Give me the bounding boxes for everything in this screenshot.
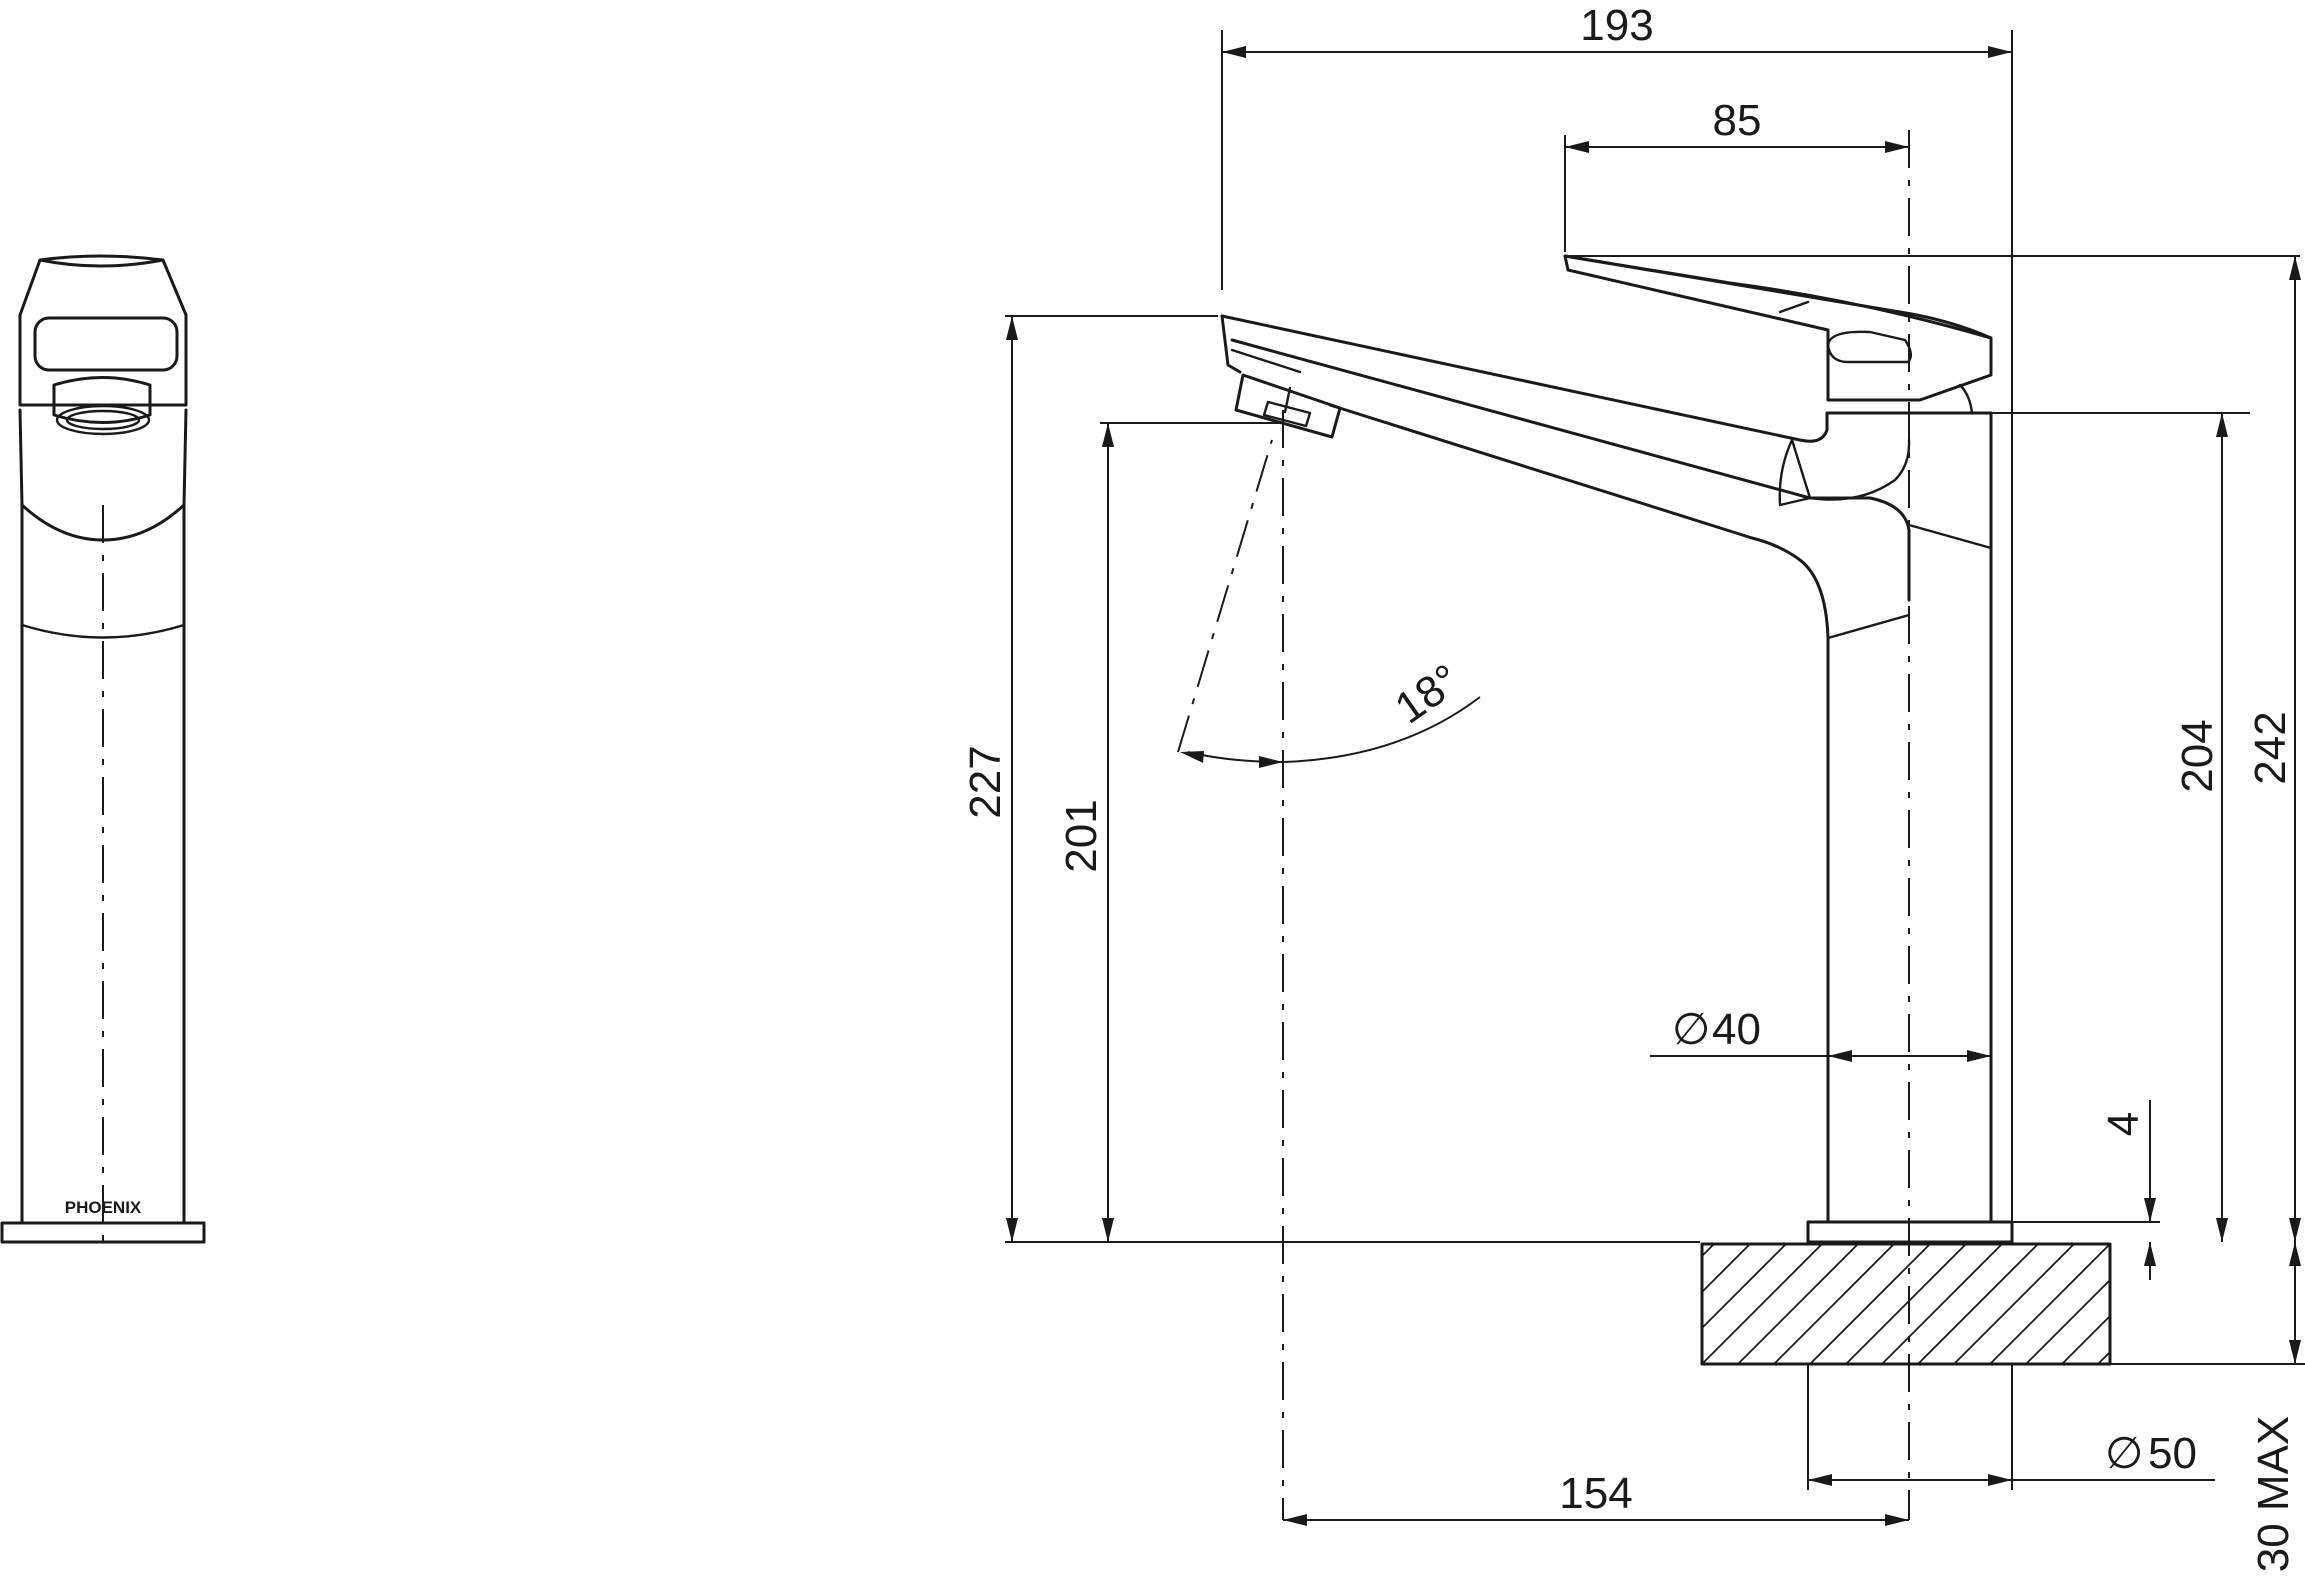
front-aerator-inner: [65, 409, 141, 431]
dim-spray-angle: 18°: [1386, 655, 1469, 733]
hatch-line: [2097, 1350, 2110, 1364]
dim-base-diameter-value: 50: [2148, 1429, 2197, 1478]
dim-spout-to-center: 154: [1559, 1469, 1632, 1518]
front-handle-face: [33, 316, 179, 372]
hatch-line: [2025, 1278, 2110, 1364]
side-handle-base: [1958, 383, 1974, 415]
hatch-line: [1702, 1244, 1823, 1364]
dim-base-diameter: ∅ 50: [2105, 1429, 2197, 1478]
hatch-line: [1809, 1244, 1931, 1364]
dim-base-thickness: 4: [2099, 1112, 2148, 1136]
side-spout-top: [1220, 314, 1993, 443]
diameter-symbol-50: ∅: [2105, 1429, 2143, 1478]
hatch-line: [2061, 1314, 2110, 1364]
front-handle-top-edge: [38, 258, 165, 268]
side-view: [1177, 130, 2290, 1520]
side-handle-lever: [1563, 254, 1993, 402]
dimension-labels: 193 85 154 227 201 204 242 4 30 MAX ∅ 40…: [961, 1, 2298, 1572]
side-aerator: [1234, 373, 1342, 439]
side-aerator-cap: [1262, 400, 1312, 428]
dim-body-diameter-value: 40: [1712, 1005, 1761, 1054]
diameter-symbol-40: ∅: [1672, 1005, 1710, 1054]
side-spray-axis: [1177, 439, 1273, 753]
dimension-lines: [1005, 30, 2305, 1526]
dim-spout-height: 227: [961, 745, 1010, 818]
side-spout-curve: [1808, 438, 1911, 501]
front-view: PHOENIX: [0, 254, 206, 1250]
hatch-line: [1989, 1244, 2110, 1364]
hatch-line: [1702, 1244, 1751, 1294]
front-spout-outlet: [52, 376, 152, 424]
front-handle-top: [18, 254, 188, 407]
side-spout-top-inner: [1230, 338, 1812, 500]
hatch-line: [1702, 1244, 1715, 1258]
hatch-line: [1881, 1244, 2003, 1364]
side-body-band-2: [1907, 523, 1993, 550]
side-body-band-1: [1826, 613, 1911, 640]
side-base-collar: [1806, 1220, 2014, 1244]
hatch-line: [1845, 1244, 1967, 1364]
side-spout-joint: [1778, 438, 1812, 507]
dim-overall-height: 242: [2246, 711, 2295, 784]
dim-mounting-depth: 30 MAX: [2249, 1416, 2298, 1573]
side-handle-top: [1563, 254, 1993, 340]
side-handle-face: [1826, 330, 1913, 364]
side-spout-bottom: [1328, 403, 1754, 540]
hatch-line: [1702, 1244, 1787, 1330]
side-aerator-mark: [1283, 386, 1292, 414]
hatch-line: [1773, 1244, 1895, 1364]
side-body-curve: [1750, 536, 1830, 640]
side-spout-tip-lip: [1230, 348, 1302, 374]
hatch-line: [1737, 1244, 1859, 1364]
dim-outlet-height: 201: [1057, 799, 1106, 872]
side-handle-line-1: [1778, 300, 1810, 314]
side-spout-tip: [1220, 314, 1242, 374]
hatch-line: [1917, 1244, 2039, 1364]
side-body-curve-right: [1808, 496, 1911, 602]
front-aerator: [55, 404, 151, 436]
countertop-hatching: [1558, 1244, 2290, 1364]
dim-handle-reach: 85: [1713, 96, 1762, 145]
dim-body-height: 204: [2173, 719, 2222, 792]
hatch-line: [1953, 1244, 2075, 1364]
dim-overall-reach: 193: [1580, 1, 1653, 50]
hatch-line: [1558, 1244, 1678, 1364]
hatch-line: [2170, 1244, 2290, 1364]
dim-body-diameter: ∅ 40: [1672, 1005, 1761, 1054]
front-body-band: [20, 623, 186, 639]
countertop-section: [1700, 1242, 2112, 1366]
